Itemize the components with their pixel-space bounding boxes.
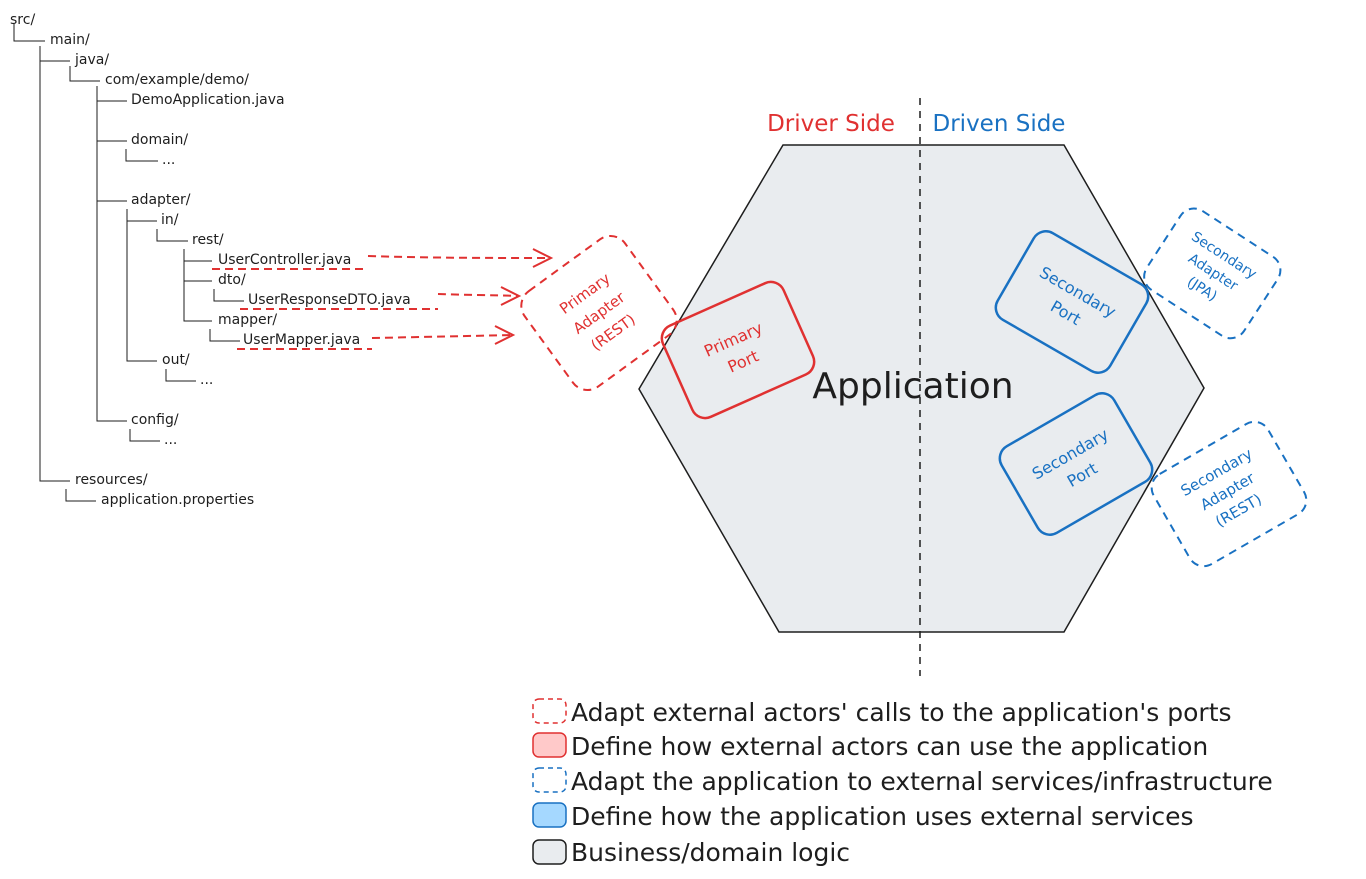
tree-item-mapper: mapper/ [218, 312, 277, 328]
secondary-port-top-border [994, 230, 1150, 374]
tree-item-application-properties: application.properties [101, 492, 254, 508]
tree-connector [126, 209, 157, 362]
legend-swatch-red-solid [532, 732, 567, 758]
arrow-head [494, 325, 516, 345]
legend-swatch-gray-solid [532, 839, 567, 865]
application-hexagon: Driver Side Driven Side Application [638, 98, 1205, 676]
legend-label: Define how external actors can use the a… [571, 732, 1208, 761]
primary-adapter-border [520, 234, 678, 392]
tree-connector [65, 489, 96, 502]
primary-port-border [660, 280, 816, 420]
driven-side-label: Driven Side [933, 111, 1066, 137]
tree-item-java: java/ [74, 52, 109, 68]
tree-connector [69, 66, 100, 82]
file-tree: src/ main/ java/ com/example/demo/ DemoA… [10, 12, 411, 508]
tree-connector [209, 329, 240, 342]
tree-item-resources: resources/ [75, 472, 148, 488]
tree-item-domain: domain/ [131, 132, 188, 148]
tree-item-src: src/ [10, 12, 35, 28]
tree-connector [156, 229, 188, 242]
tree-item-user-mapper: UserMapper.java [243, 332, 360, 348]
tree-item-package: com/example/demo/ [105, 72, 249, 88]
tree-item-user-response-dto: UserResponseDTO.java [248, 292, 411, 308]
secondary-adapter-jpa-border [1143, 207, 1282, 340]
adapter-arrows [212, 248, 554, 350]
tree-connector [13, 24, 45, 42]
legend-swatch-red-dashed [532, 698, 567, 724]
tree-connector [39, 46, 70, 482]
tree-item-out: out/ [162, 352, 190, 368]
tree-item-user-controller: UserController.java [218, 252, 351, 268]
secondary-adapter-rest-border [1150, 420, 1308, 568]
tree-connector [183, 249, 212, 322]
tree-item-dto: dto/ [218, 272, 246, 288]
arrow-head [532, 248, 554, 268]
legend-label: Business/domain logic [571, 838, 850, 867]
tree-item-demo-application: DemoApplication.java [131, 92, 285, 108]
driver-side-label: Driver Side [767, 111, 895, 137]
tree-connector [165, 369, 196, 382]
tree-item-in: in/ [161, 212, 179, 228]
tree-item-config: config/ [131, 412, 179, 428]
tree-item-rest: rest/ [192, 232, 224, 248]
arrow-head [500, 286, 522, 306]
legend: Adapt external actors' calls to the appl… [532, 698, 1273, 867]
legend-swatch-blue-solid [532, 802, 567, 828]
application-label: Application [812, 366, 1013, 407]
tree-connector [125, 149, 158, 162]
arrow-user-response-dto [437, 293, 519, 297]
tree-connector [96, 86, 127, 422]
tree-connector [213, 289, 244, 302]
secondary-port-bottom-border [998, 392, 1154, 536]
tree-connector [129, 429, 160, 442]
tree-item-ellipsis: ... [200, 372, 213, 388]
tree-item-main: main/ [50, 32, 90, 48]
legend-swatch-blue-dashed [532, 767, 567, 793]
legend-label: Adapt the application to external servic… [571, 767, 1273, 796]
legend-label: Adapt external actors' calls to the appl… [571, 698, 1232, 727]
legend-label: Define how the application uses external… [571, 802, 1194, 831]
arrow-user-mapper [371, 334, 513, 339]
tree-item-ellipsis: ... [164, 432, 177, 448]
hexagon-body [638, 144, 1205, 633]
arrow-user-controller [367, 255, 551, 259]
tree-item-adapter: adapter/ [131, 192, 191, 208]
tree-item-ellipsis: ... [162, 152, 175, 168]
